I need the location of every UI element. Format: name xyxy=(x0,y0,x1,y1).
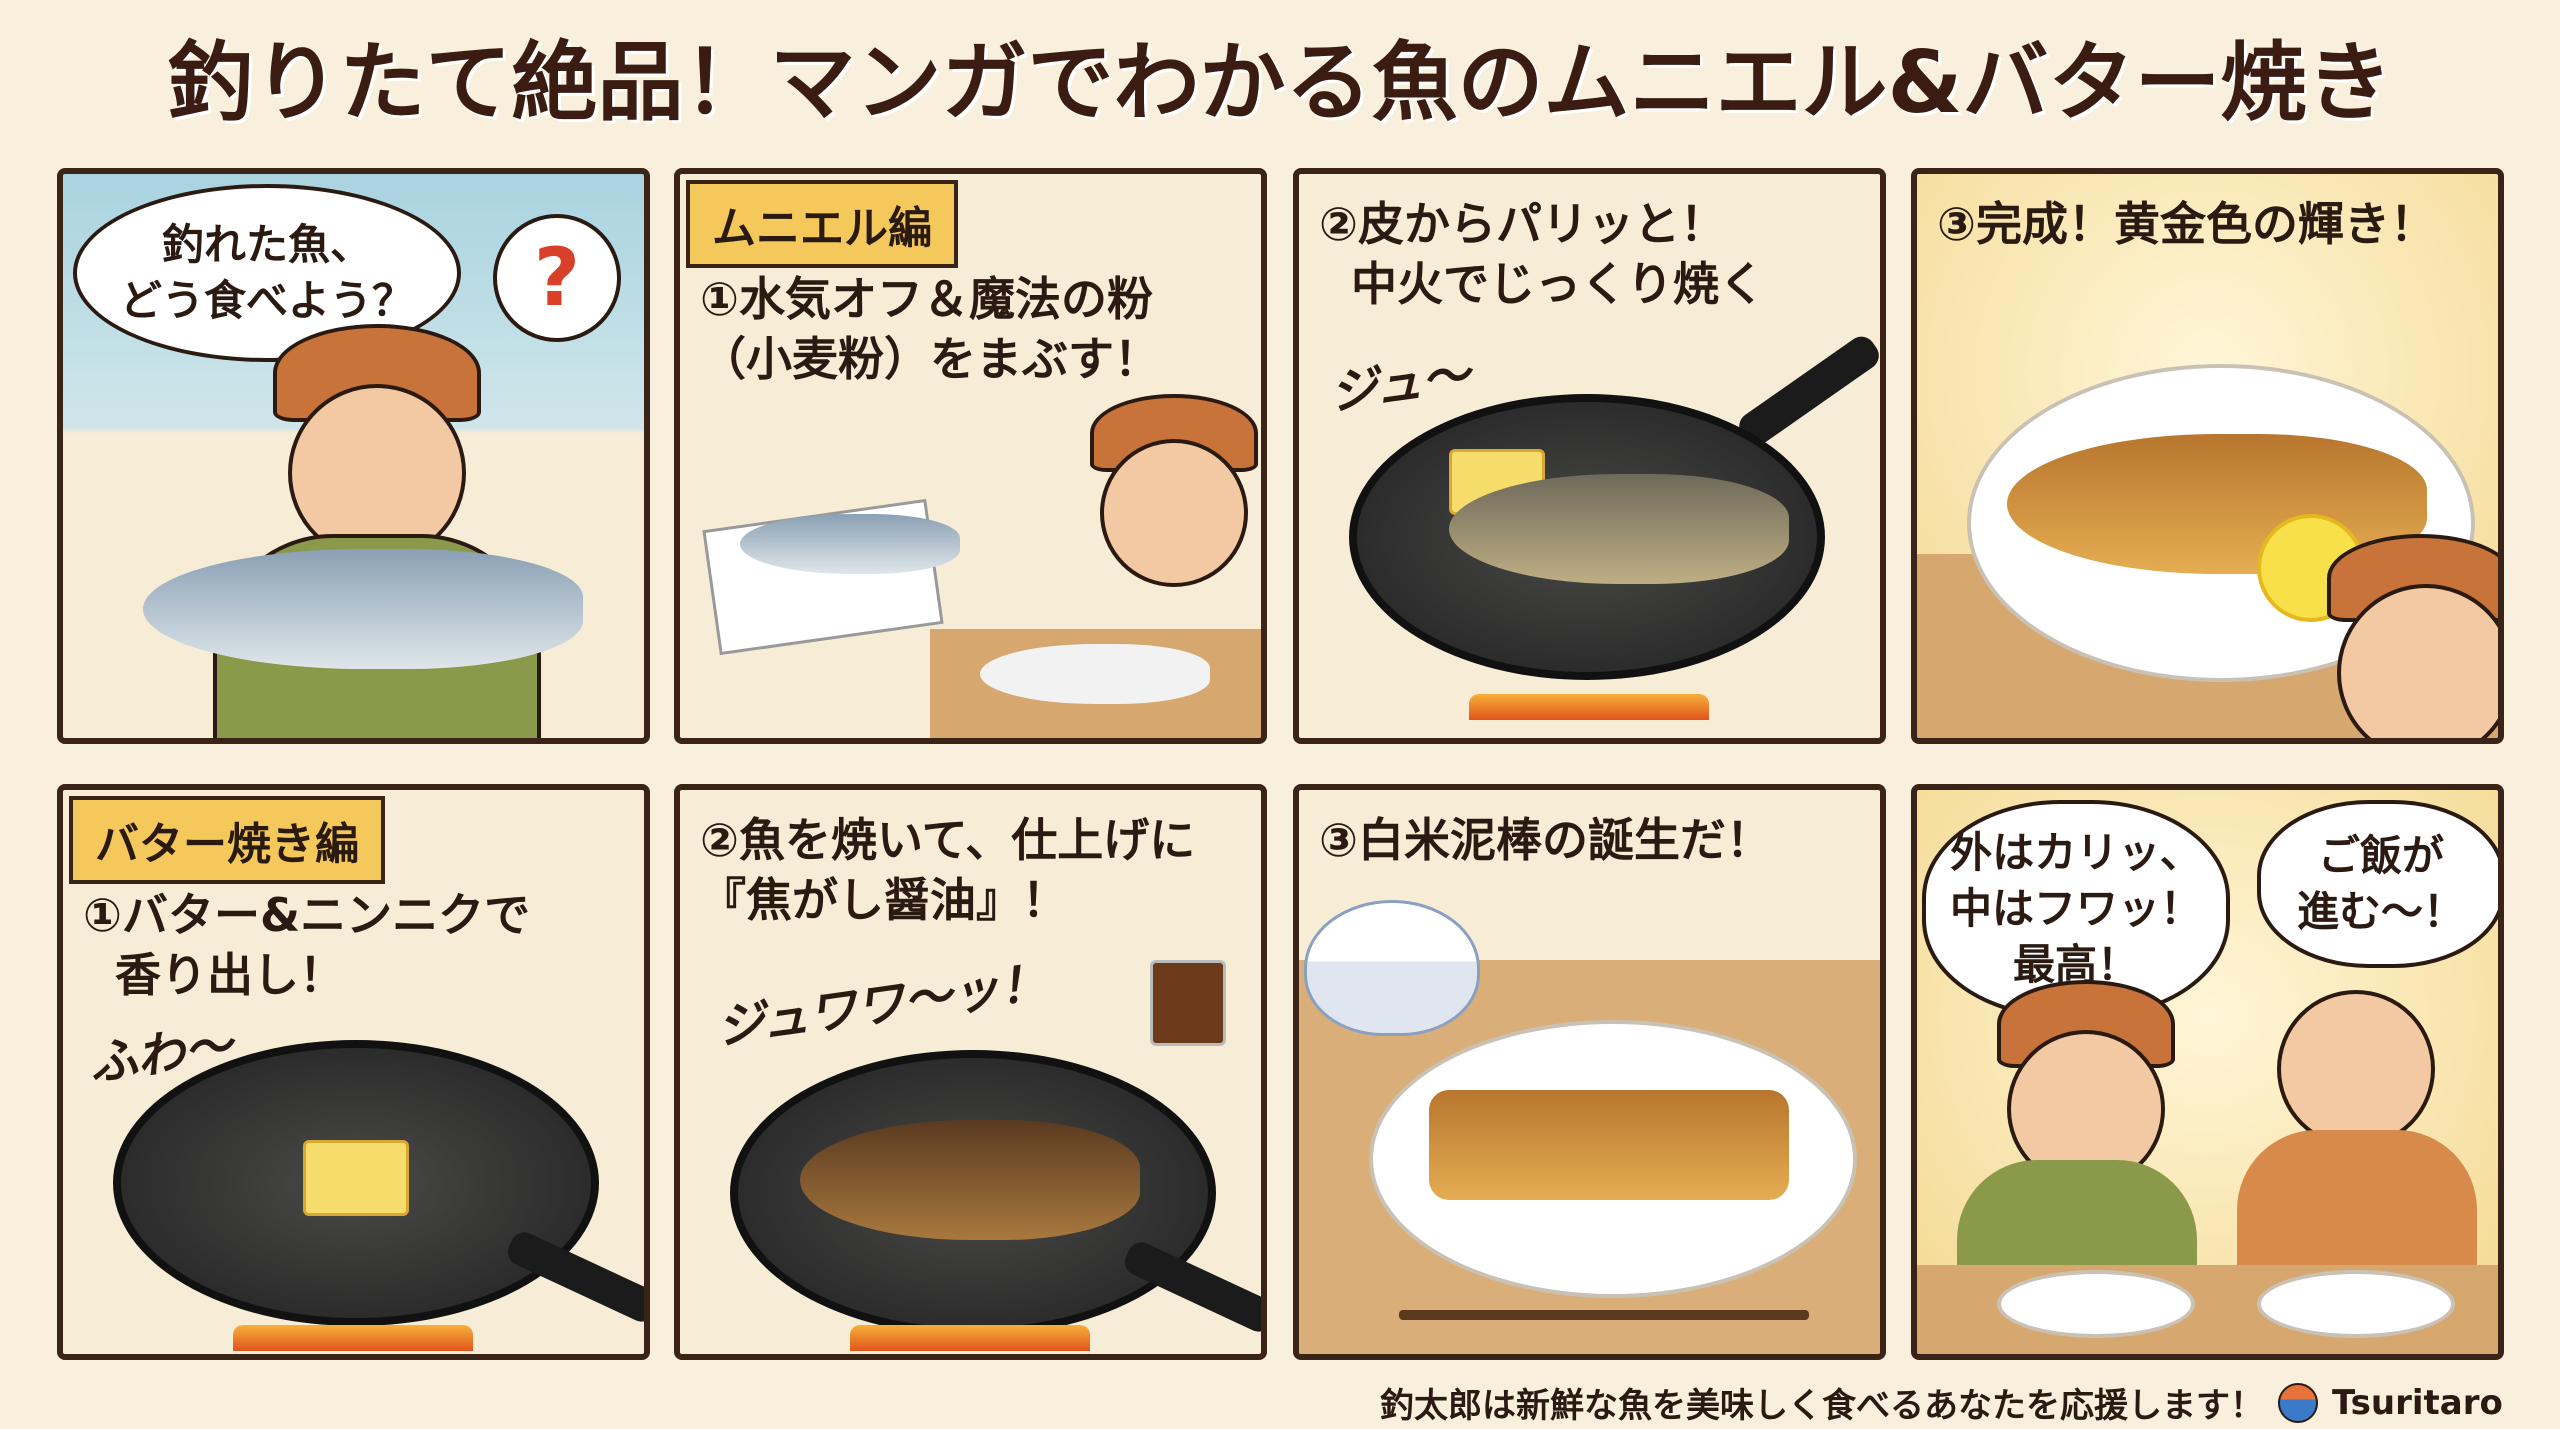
footer: 釣太郎は新鮮な魚を美味しく食べるあなたを応援します！ Tsuritaro xyxy=(1380,1378,2503,1427)
panel-2: ムニエル編 ①水気オフ＆魔法の粉 （小麦粉）をまぶす！ xyxy=(674,168,1267,744)
boy-face xyxy=(1100,439,1248,587)
fish-illustration xyxy=(1449,474,1789,584)
panel-1: 釣れた魚、 どう食べよう？ ? xyxy=(57,168,650,744)
stove-flame xyxy=(1469,694,1709,720)
panel-8: 外はカリッ、 中はフワッ！ 最高！ ご飯が 進む〜！ xyxy=(1911,784,2504,1360)
page-title: 釣りたて絶品！マンガでわかる魚のムニエル&バター焼き xyxy=(167,33,2393,133)
boy-face xyxy=(2337,584,2498,738)
fish-illustration xyxy=(740,514,960,574)
panel-caption: ①水気オフ＆魔法の粉 （小麦粉）をまぶす！ xyxy=(700,272,1160,386)
panel-6: ②魚を焼いて、仕上げに 『焦がし醤油』！ ジュワワ〜ッ！ xyxy=(674,784,1267,1360)
soy-sauce-pitcher xyxy=(1150,960,1226,1046)
friend-shirt xyxy=(2237,1130,2477,1270)
plate xyxy=(2257,1270,2455,1338)
rice-bowl xyxy=(1304,900,1480,1036)
panel-caption: ②皮からパリッと！ 中火でじっくり焼く xyxy=(1319,197,1766,311)
stove-flame xyxy=(233,1325,473,1351)
fish-illustration xyxy=(800,1120,1140,1240)
tsuritaro-logo-icon xyxy=(2278,1382,2318,1423)
panel-7: ③白米泥棒の誕生だ！ xyxy=(1293,784,1886,1360)
stove-flame xyxy=(850,1325,1090,1351)
footer-message: 釣太郎は新鮮な魚を美味しく食べるあなたを応援します！ xyxy=(1380,1386,2264,1426)
brand-name: Tsuritaro xyxy=(2332,1382,2503,1423)
question-bubble: ? xyxy=(493,214,621,342)
panel-caption: ①バター&ニンニクで 香り出し！ xyxy=(83,888,531,1002)
panel-caption: ③白米泥棒の誕生だ！ xyxy=(1319,813,1772,867)
chopsticks xyxy=(1399,1310,1809,1320)
panel-caption: ②魚を焼いて、仕上げに 『焦がし醤油』！ xyxy=(700,813,1196,927)
friend-face xyxy=(2277,990,2435,1148)
boy-face xyxy=(288,384,466,562)
panel-caption: ③完成！黄金色の輝き！ xyxy=(1937,197,2436,251)
panel-3: ②皮からパリッと！ 中火でじっくり焼く ジュ〜 xyxy=(1293,168,1886,744)
pan-handle xyxy=(1733,331,1880,451)
plate xyxy=(1997,1270,2195,1338)
speech-bubble: 釣れた魚、 どう食べよう？ xyxy=(73,184,461,362)
boy-jacket xyxy=(1957,1160,2197,1280)
sound-effect: ジュ〜 xyxy=(1326,346,1474,422)
fish-fillet xyxy=(1429,1090,1789,1200)
floured-fish xyxy=(980,644,1210,704)
speech-bubble-right: ご飯が 進む〜！ xyxy=(2257,800,2498,968)
butter xyxy=(303,1140,409,1216)
panel-5: バター焼き編 ①バター&ニンニクで 香り出し！ ふわ〜 xyxy=(57,784,650,1360)
panel-4: ③完成！黄金色の輝き！ xyxy=(1911,168,2504,744)
section-tag-butter: バター焼き編 xyxy=(69,796,385,884)
sound-effect: ジュワワ〜ッ！ xyxy=(713,954,1051,1056)
question-mark-icon: ? xyxy=(533,231,581,324)
section-tag-meuniere: ムニエル編 xyxy=(686,180,958,268)
fish-illustration xyxy=(143,549,583,669)
